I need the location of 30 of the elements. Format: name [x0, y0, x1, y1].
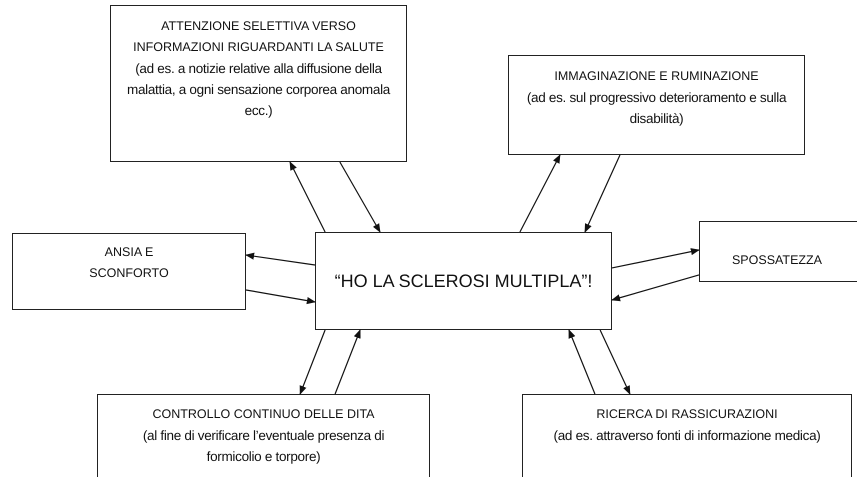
- box-heading: RICERCA DI RASSICURAZIONI: [595, 406, 779, 423]
- box-heading: “HO LA SCLEROSI MULTIPLA”!: [334, 270, 594, 293]
- process-box: [699, 221, 857, 282]
- box-description: (al fine di verificare l’eventuale presenza di formicolio e torpore): [142, 427, 386, 466]
- process-box: [508, 55, 805, 155]
- arrow: [611, 274, 700, 302]
- box-heading: ATTENZIONE SELETTIVA VERSO INFORMAZIONI RIGUARDANTI LA SALUTE: [132, 18, 385, 56]
- arrow: [334, 329, 361, 394]
- box-description: (ad es. a notizie relative alla diffusione della malattia, a ogni sensazione corporea anomala ecc.): [126, 60, 392, 120]
- box-description: (ad es. attraverso fonti di informazione medica): [552, 427, 822, 445]
- arrow: [600, 330, 630, 395]
- box-heading: SPOSSATEZZA: [730, 252, 824, 269]
- arrow: [246, 289, 316, 304]
- arrow: [245, 252, 316, 266]
- box-heading: IMMAGINAZIONE E RUMINAZIONE: [553, 68, 760, 85]
- arrow: [584, 154, 621, 233]
- arrow: [612, 248, 700, 269]
- process-box: [522, 394, 852, 477]
- arrow: [300, 330, 326, 395]
- process-box: [97, 394, 430, 477]
- process-box: [315, 232, 612, 330]
- arrow: [519, 154, 560, 232]
- arrow: [568, 329, 596, 394]
- process-box: [12, 233, 246, 310]
- arrow: [339, 162, 381, 233]
- process-box: [110, 5, 407, 162]
- box-heading: CONTROLLO CONTINUO DELLE DITA: [151, 406, 376, 423]
- arrow: [289, 161, 326, 232]
- box-description: (ad es. sul progressivo deterioramento e sulla disabilità): [526, 89, 788, 128]
- box-heading: ANSIA E SCONFORTO: [88, 244, 170, 282]
